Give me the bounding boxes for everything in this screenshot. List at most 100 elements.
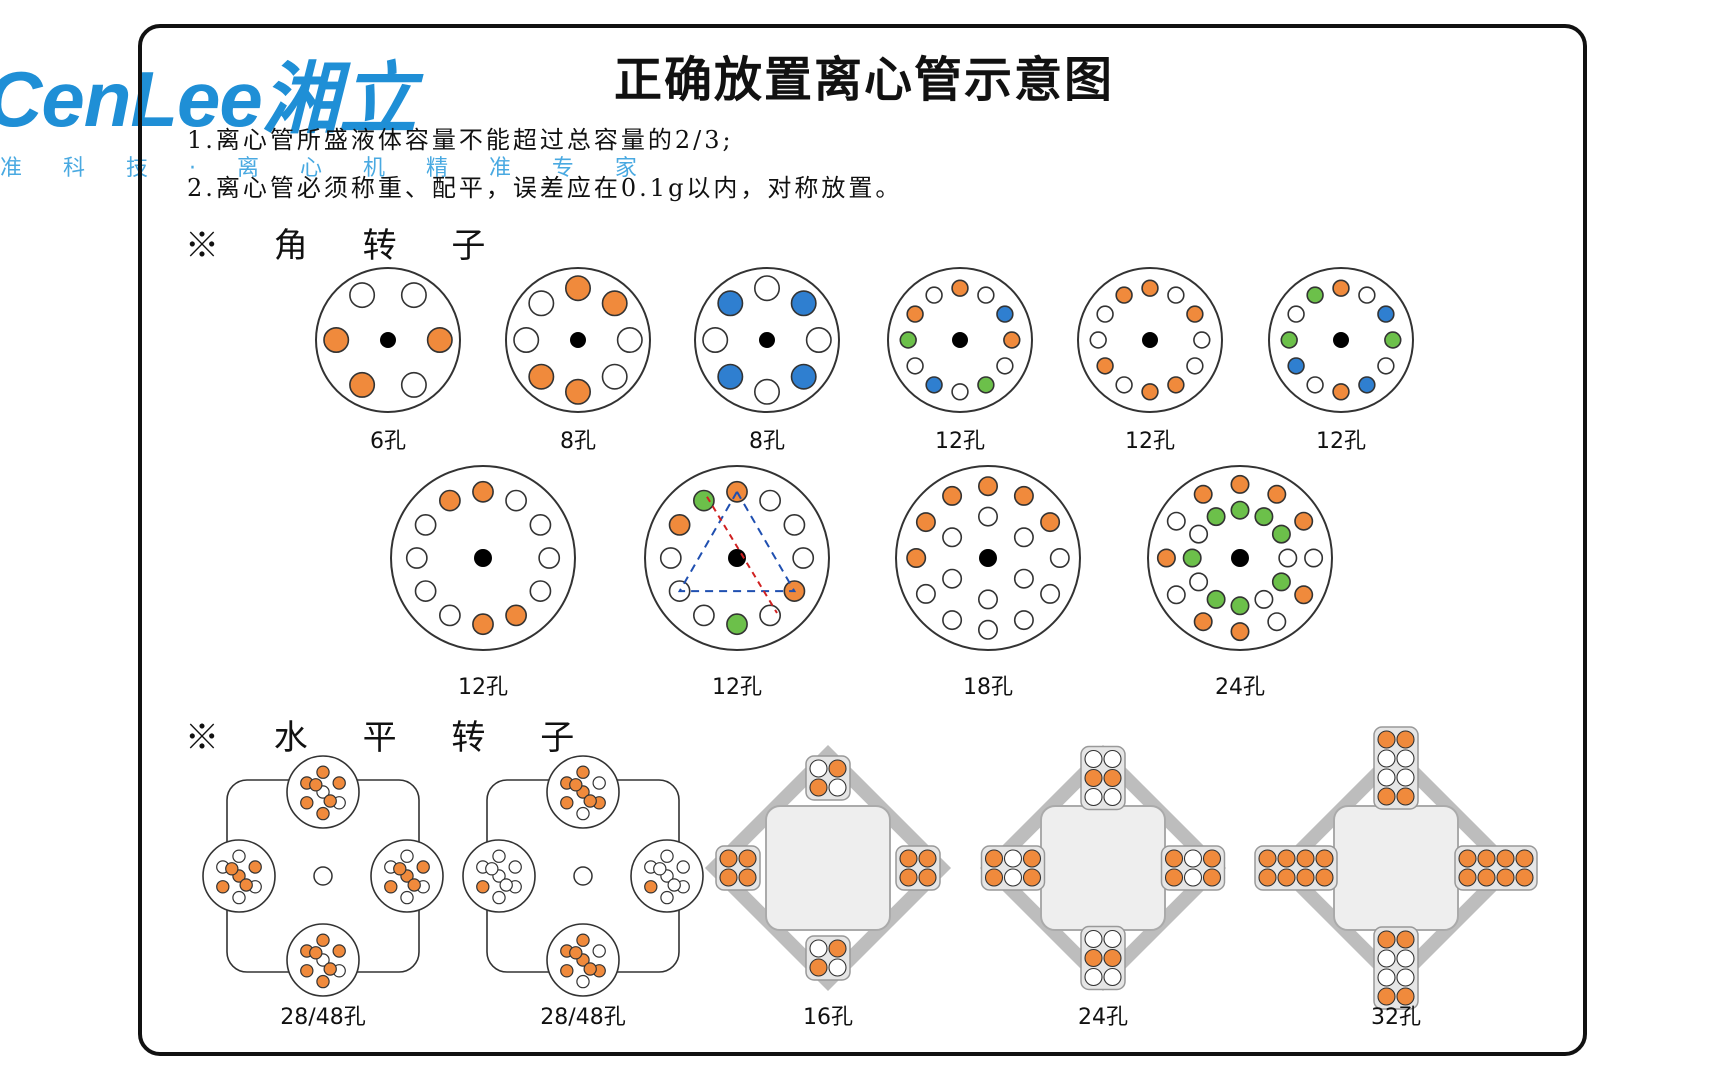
- tube-hole: [438, 604, 461, 627]
- rotor-center: [979, 549, 997, 567]
- rotor-label: 28/48孔: [280, 1005, 365, 1030]
- tube-hole: [1103, 749, 1122, 769]
- tube-hole: [513, 326, 540, 353]
- tube-hole: [1358, 376, 1376, 394]
- tube-hole: [1040, 583, 1061, 604]
- tube-hole: [1396, 749, 1415, 768]
- tube-hole: [1040, 512, 1061, 533]
- angle-rotor-6: 12孔: [1268, 267, 1414, 454]
- tube-hole: [1167, 376, 1185, 394]
- tube-hole: [407, 878, 421, 892]
- tube-hole: [300, 796, 314, 810]
- tube-hole: [528, 290, 555, 317]
- tube-hole: [828, 958, 847, 977]
- tube-hole: [1287, 305, 1305, 323]
- tube-hole: [576, 765, 590, 779]
- tube-hole: [676, 860, 690, 874]
- tube-hole: [564, 275, 591, 302]
- tube-hole: [323, 794, 337, 808]
- tube-hole: [805, 326, 832, 353]
- tube-hole: [915, 512, 936, 533]
- tube-hole: [1377, 787, 1396, 806]
- tube-hole: [918, 868, 937, 887]
- tube-hole: [1477, 849, 1496, 868]
- tube-hole: [717, 290, 744, 317]
- tube-hole: [1103, 929, 1122, 949]
- tube-hole: [1477, 868, 1496, 887]
- tube-hole: [1167, 286, 1185, 304]
- tube-hole: [1084, 768, 1103, 788]
- tube-hole: [996, 357, 1014, 375]
- section-angle-rotor: ※ 角 转 子: [185, 226, 508, 266]
- tube-hole: [1254, 507, 1274, 527]
- tube-hole: [405, 547, 428, 569]
- tube-hole: [601, 363, 628, 390]
- tube-hole: [1013, 610, 1034, 631]
- tube-hole: [416, 860, 430, 874]
- tube-hole: [1230, 500, 1250, 520]
- tube-hole: [1496, 868, 1515, 887]
- tube-hole: [349, 282, 376, 309]
- tube-hole: [996, 305, 1014, 323]
- tube-hole: [1287, 357, 1305, 375]
- tube-hole: [1013, 485, 1034, 506]
- rotor-label: 24孔: [1215, 675, 1265, 700]
- tube-hole: [1496, 849, 1515, 868]
- tube-hole: [1202, 849, 1222, 868]
- tube-hole: [1103, 948, 1122, 968]
- tube-hole: [1296, 849, 1315, 868]
- angle-rotor-2: 8孔: [505, 267, 651, 454]
- tube-hole: [564, 378, 591, 405]
- tube-hole: [1183, 868, 1203, 887]
- tube-hole: [1084, 749, 1103, 769]
- tube-hole: [1306, 286, 1324, 304]
- tube-hole: [1022, 849, 1042, 868]
- tube-hole: [1377, 987, 1396, 1006]
- tube-hole: [393, 862, 407, 876]
- tube-hole: [232, 849, 246, 863]
- tube-hole: [1189, 524, 1209, 544]
- tube-hole: [1377, 730, 1396, 749]
- tube-hole: [583, 962, 597, 976]
- tube-hole: [1267, 612, 1287, 632]
- tube-hole: [753, 275, 780, 302]
- rotor-center: [759, 332, 775, 348]
- tube-hole: [1306, 376, 1324, 394]
- angle-rotor-5: 12孔: [1077, 267, 1223, 454]
- tube-hole: [1013, 568, 1034, 589]
- tube-hole: [1332, 383, 1350, 401]
- tube-hole: [1183, 849, 1203, 868]
- tube-hole: [323, 326, 350, 353]
- rotor-label: 12孔: [935, 429, 985, 454]
- tube-hole: [576, 974, 590, 989]
- tube-hole: [1396, 768, 1415, 787]
- tube-hole: [899, 849, 918, 868]
- tube-hole: [1193, 484, 1213, 504]
- tube-hole: [942, 610, 963, 631]
- tube-hole: [702, 326, 729, 353]
- tube-hole: [1280, 331, 1298, 349]
- tube-hole: [1103, 768, 1122, 788]
- tube-hole: [1384, 331, 1402, 349]
- tube-hole: [1156, 548, 1176, 568]
- rotor-center: [380, 332, 396, 348]
- tube-hole: [738, 849, 757, 868]
- tube-hole: [529, 580, 552, 603]
- tube-hole: [644, 880, 658, 894]
- tube-hole: [232, 890, 246, 905]
- brand-logo: CenLee湘立 准 科 技 · 离 心 机 精 准 专 家: [0, 30, 637, 181]
- tube-hole: [349, 371, 376, 398]
- tube-hole: [977, 286, 995, 304]
- tube-hole: [659, 547, 682, 569]
- tube-hole: [472, 613, 494, 636]
- tube-hole: [1166, 585, 1186, 605]
- tube-hole: [918, 849, 937, 868]
- tube-hole: [1277, 849, 1296, 868]
- tube-hole: [925, 376, 943, 394]
- tube-hole: [485, 862, 499, 876]
- tube-hole: [400, 282, 427, 309]
- tube-hole: [1377, 968, 1396, 987]
- tube-hole: [726, 613, 748, 636]
- tube-hole: [1278, 548, 1298, 568]
